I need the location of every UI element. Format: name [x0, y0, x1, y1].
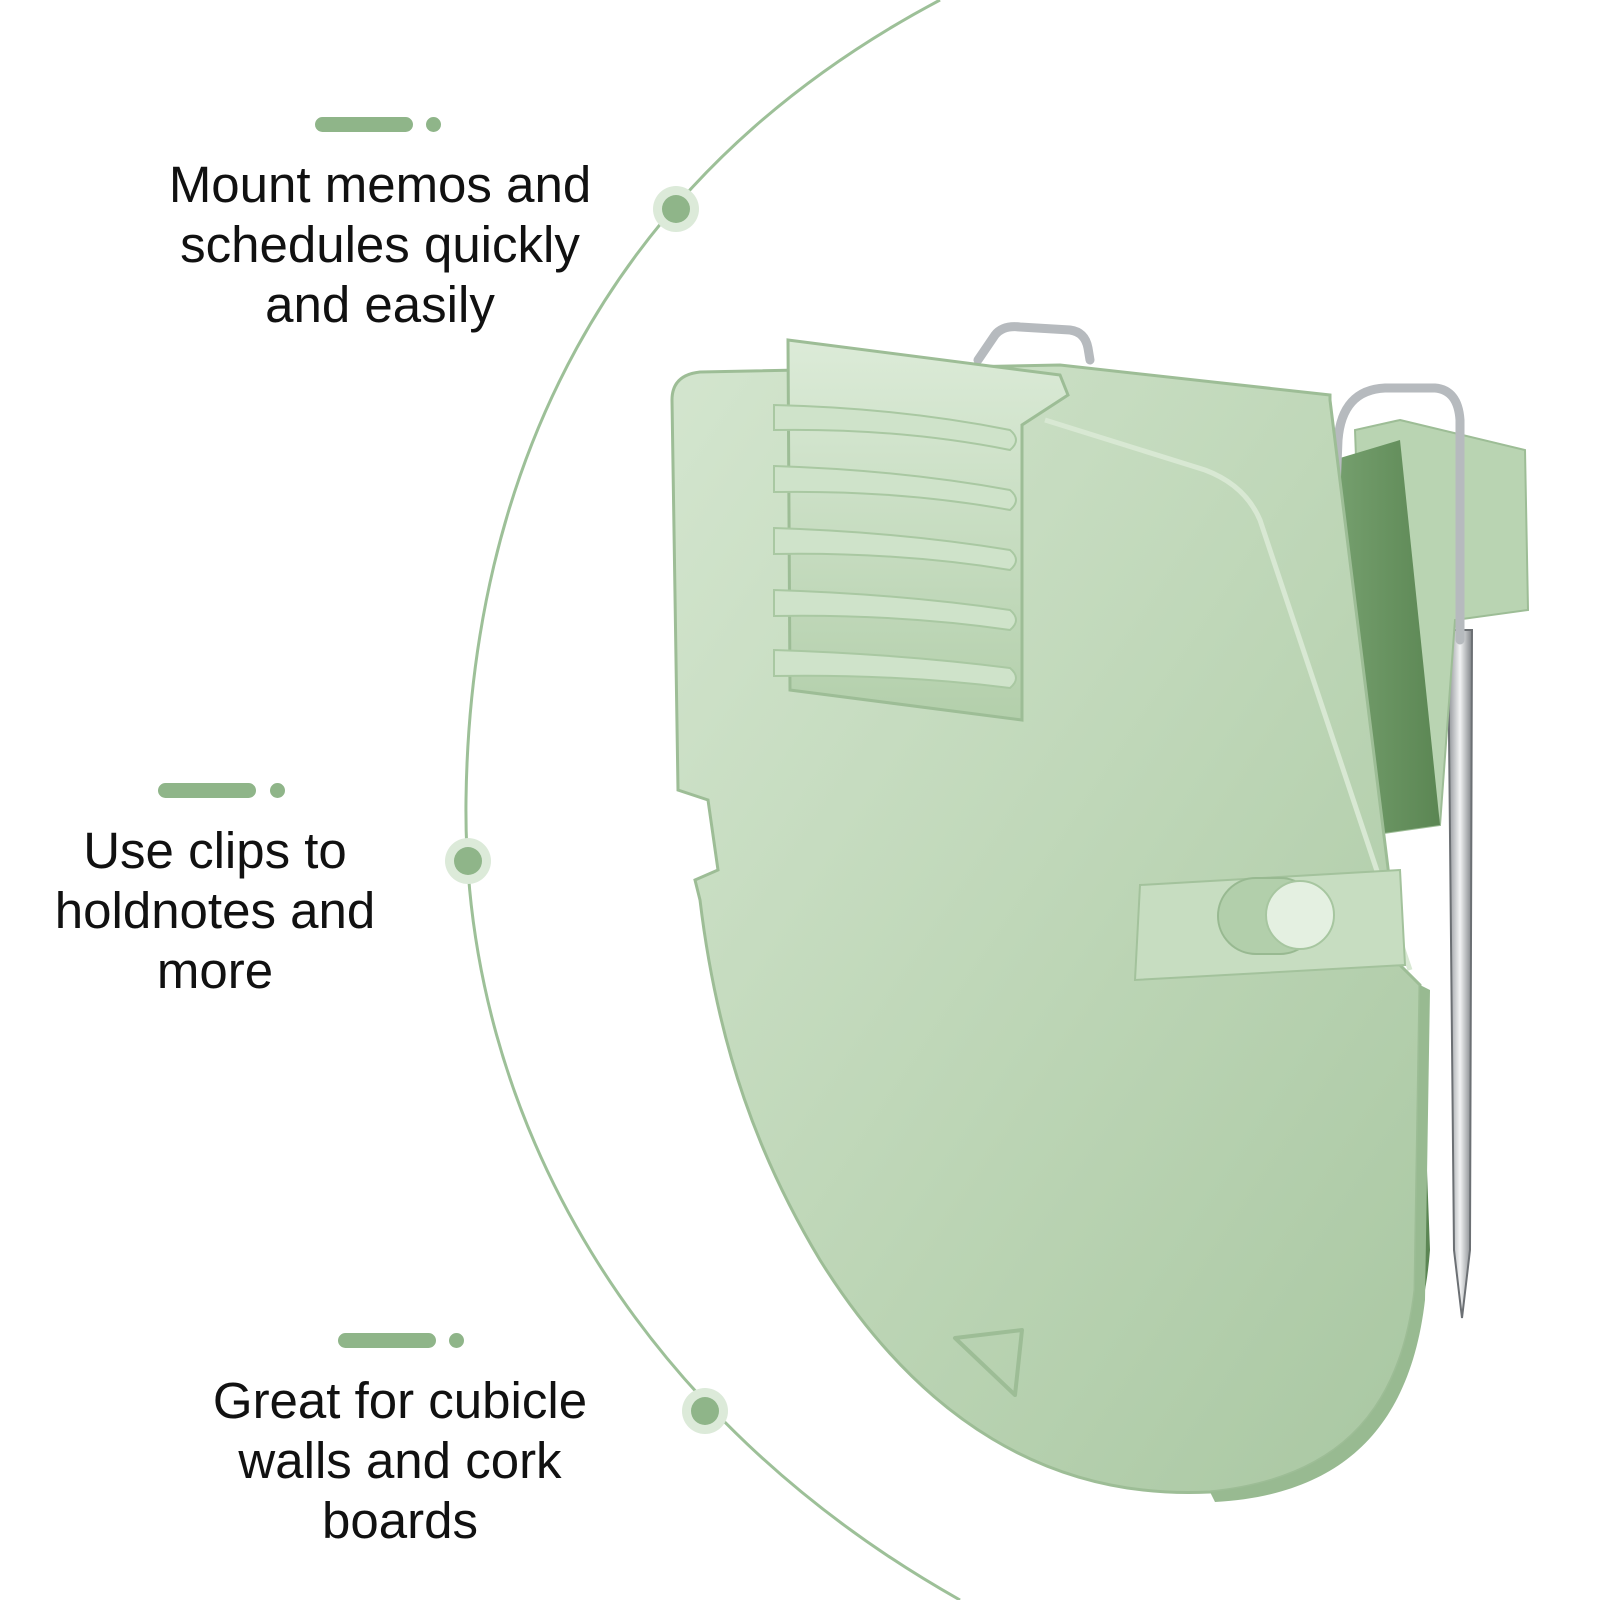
marker-bar [315, 117, 413, 132]
feature-text: Great for cubicle walls and cork boards [212, 1372, 588, 1549]
marker-dot [449, 1333, 464, 1348]
decorative-bar-dot-icon [190, 1333, 610, 1349]
marker-bar [338, 1333, 436, 1348]
marker-dot [270, 783, 285, 798]
decorative-bar-dot-icon [30, 783, 400, 799]
feature-cubicle-walls: Great for cubicle walls and cork boards [190, 1333, 610, 1551]
decorative-bar-dot-icon [150, 117, 610, 133]
marker-dot [426, 117, 441, 132]
feature-text: Use clips to holdnotes and more [54, 822, 376, 999]
arc-node-icon [445, 838, 491, 884]
marker-bar [158, 783, 256, 798]
arc-node-icon [682, 1388, 728, 1434]
feature-mount-memos: Mount memos and schedules quickly and ea… [150, 117, 610, 335]
feature-hold-notes: Use clips to holdnotes and more [30, 783, 400, 1001]
ribbed-grip [773, 338, 1070, 722]
arrow-down-icon [953, 1328, 1024, 1397]
hinge-rivet-icon [1217, 877, 1335, 955]
arc-node-icon [653, 186, 699, 232]
push-pin-needle [1446, 629, 1474, 1319]
feature-text: Mount memos and schedules quickly and ea… [168, 156, 592, 333]
